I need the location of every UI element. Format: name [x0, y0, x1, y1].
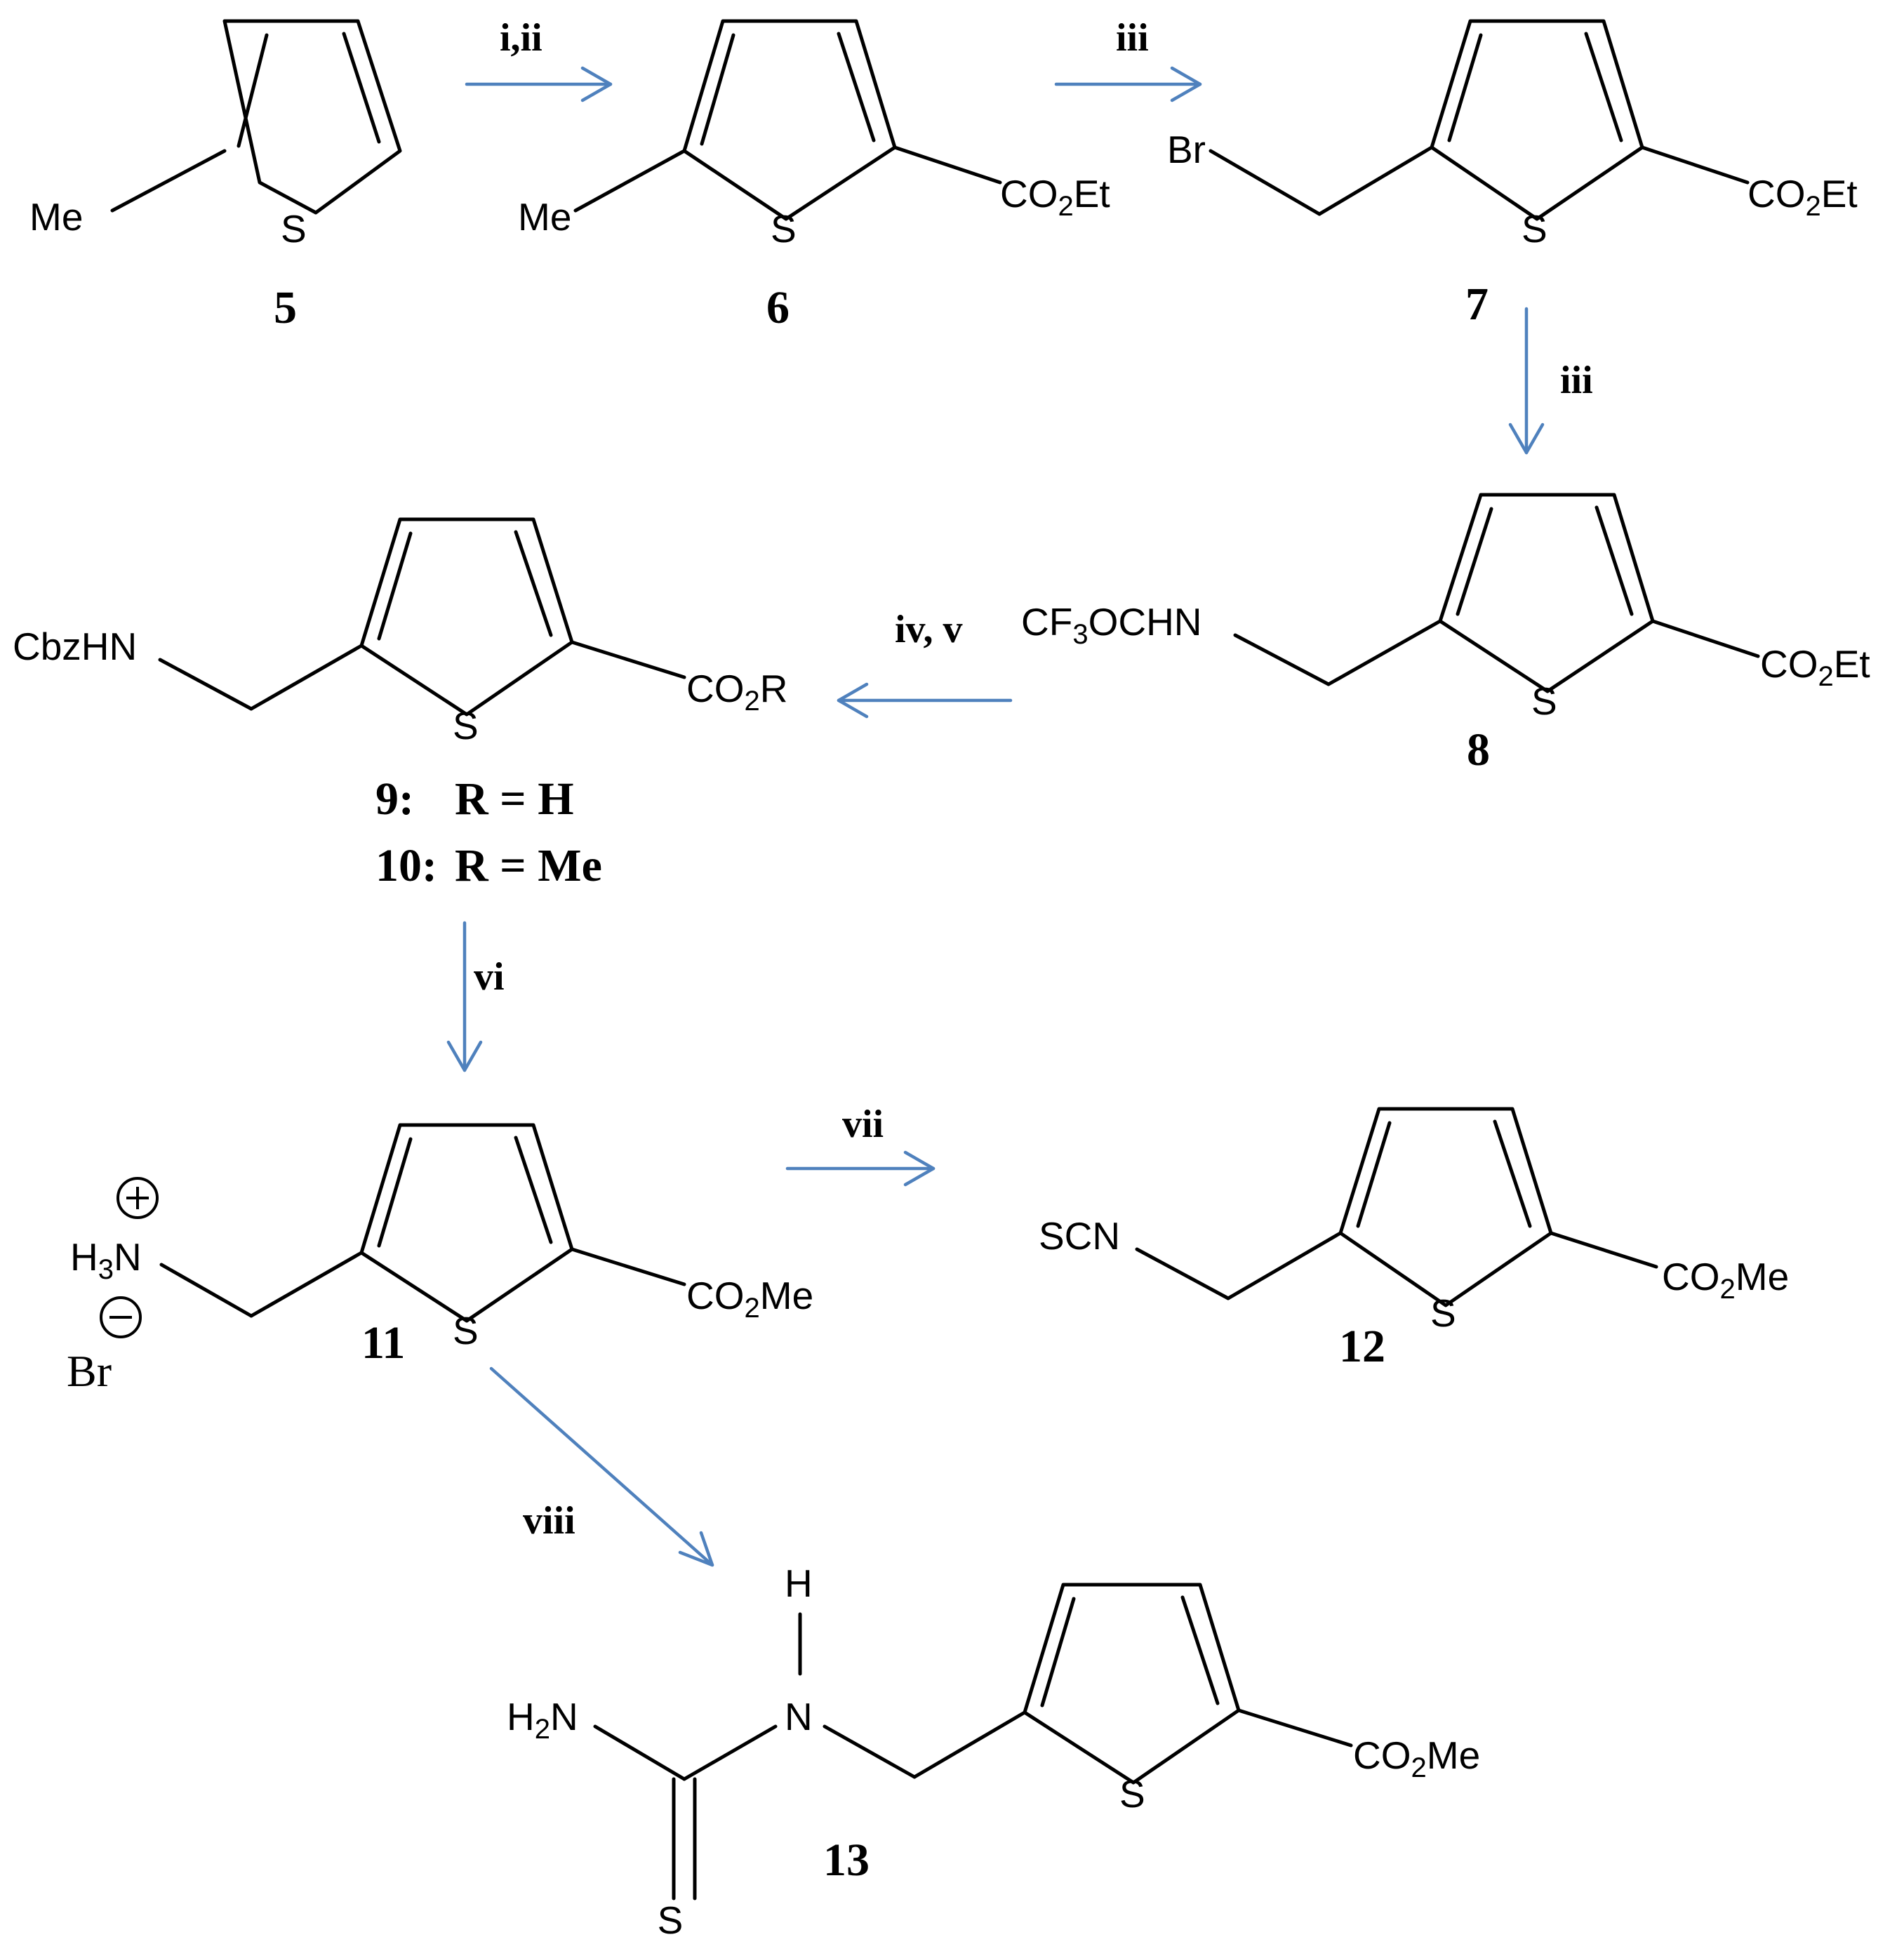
thiophene-ring: [682, 19, 897, 221]
group-co2me: CO2Me: [1353, 1733, 1480, 1783]
conditions-iv-v: iv, v: [895, 608, 962, 651]
compound-7: Br S CO2Et 7: [1167, 19, 1858, 330]
bond-ester: [1651, 619, 1760, 658]
atom-n: N: [785, 1695, 813, 1738]
arrow-7-to-8: iii: [1508, 307, 1593, 455]
bond-ch2: [249, 644, 364, 711]
atom-s: S: [1119, 1772, 1145, 1816]
bond-scn: [1135, 1247, 1230, 1300]
compound-label-10: 10:: [375, 840, 437, 891]
bond-ester: [1237, 1708, 1353, 1748]
bond-nh: [158, 658, 253, 711]
atom-me: Me: [518, 195, 571, 239]
counterion-br: Br: [67, 1346, 112, 1396]
group-h3n: H3N: [70, 1235, 142, 1285]
plus-charge-icon: [116, 1177, 159, 1219]
compound-label-8: 8: [1467, 724, 1490, 776]
thiophene-ring: [222, 19, 402, 215]
arrow-5-to-6: i,ii: [465, 16, 613, 102]
group-co2et: CO2Et: [1000, 172, 1110, 222]
compound-label-12: 12: [1339, 1321, 1385, 1372]
bond-ester: [570, 1247, 686, 1286]
group-cf3ochn: CF3OCHN: [1021, 600, 1202, 650]
thiophene-ring: [359, 1123, 574, 1323]
conditions-iii: iii: [1116, 16, 1149, 60]
bond-ch2: [249, 1251, 364, 1318]
conditions-vi: vi: [474, 955, 505, 999]
arrow-11-to-13: viii: [489, 1366, 714, 1567]
compound-12: SCN S CO2Me 12: [1039, 1107, 1789, 1372]
compound-13: H N H2N S S CO2Me 13: [507, 1562, 1480, 1937]
bond-n: [159, 1263, 253, 1318]
thiophene-ring: [1338, 1107, 1553, 1307]
compound-label-13: 13: [823, 1835, 870, 1886]
atom-s: S: [281, 207, 307, 251]
bond-br: [1209, 149, 1322, 216]
thiophene-ring: [1430, 19, 1644, 221]
arrow-10-to-11: vi: [446, 921, 505, 1072]
r-group-10: R = Me: [455, 840, 602, 891]
bond-ester: [570, 640, 686, 679]
atom-s: S: [453, 704, 479, 747]
compound-11: H3N Br S CO2Me 11: [67, 1123, 813, 1396]
compound-6: Me S CO2Et 6: [518, 19, 1110, 333]
bond-methyl: [573, 149, 686, 213]
conditions-vii: vii: [842, 1103, 884, 1146]
group-h2n: H2N: [507, 1695, 578, 1745]
atom-me: Me: [29, 195, 83, 239]
group-co2et: CO2Et: [1747, 172, 1858, 222]
group-co2me: CO2Me: [1662, 1255, 1789, 1305]
bond-ch2: [912, 1710, 1027, 1779]
bond-ester: [893, 145, 1002, 185]
bond-nh-ch2: [823, 1724, 917, 1779]
compound-9: CbzHN S CO2R 9: R = H 10: R = Me: [13, 517, 787, 891]
group-co2me: CO2Me: [686, 1274, 813, 1324]
thiophene-ring: [359, 517, 574, 717]
atom-br: Br: [1167, 128, 1206, 171]
atom-s: S: [1430, 1291, 1456, 1335]
atom-s: S: [771, 207, 797, 251]
conditions-iii-b: iii: [1560, 359, 1593, 402]
atom-h: H: [785, 1562, 813, 1605]
r-group-9: R = H: [455, 773, 574, 825]
bond-ch2: [1317, 145, 1434, 216]
arrow-8-to-9: iv, v: [837, 608, 1013, 719]
conditions-viii: viii: [523, 1499, 575, 1543]
group-co2r: CO2R: [686, 667, 787, 717]
bond-ch2: [1326, 619, 1442, 686]
conditions-i-ii: i,ii: [500, 16, 542, 60]
bond-ester: [1640, 145, 1750, 185]
bond-methyl: [110, 149, 227, 213]
compound-label-6: 6: [766, 282, 790, 333]
thiophene-ring: [1023, 1583, 1241, 1785]
bond-n-c: [682, 1724, 778, 1781]
atom-s: S: [453, 1309, 479, 1352]
atom-s: S: [1522, 207, 1547, 251]
atom-s: S: [1531, 679, 1557, 723]
atom-thione-s: S: [658, 1898, 684, 1937]
compound-label-7: 7: [1465, 279, 1489, 330]
bond-nh: [1233, 633, 1331, 686]
group-co2et: CO2Et: [1760, 642, 1870, 692]
minus-charge-icon: [100, 1296, 142, 1338]
bond-ch2: [1226, 1231, 1343, 1300]
arrow-11-to-12: vii: [785, 1103, 936, 1187]
compound-5: Me S 5: [29, 19, 402, 333]
compound-8: CF3OCHN S CO2Et 8: [1021, 493, 1870, 776]
thiophene-ring: [1438, 493, 1655, 693]
compound-label-5: 5: [274, 282, 297, 333]
bond-c-nh2: [593, 1724, 686, 1781]
arrow-6-to-7: iii: [1054, 16, 1202, 102]
bond-ester: [1549, 1231, 1658, 1269]
compound-label-11: 11: [361, 1317, 405, 1369]
group-scn: SCN: [1039, 1214, 1120, 1258]
group-cbzhn: CbzHN: [13, 625, 137, 668]
compound-label-9: 9:: [375, 773, 414, 825]
